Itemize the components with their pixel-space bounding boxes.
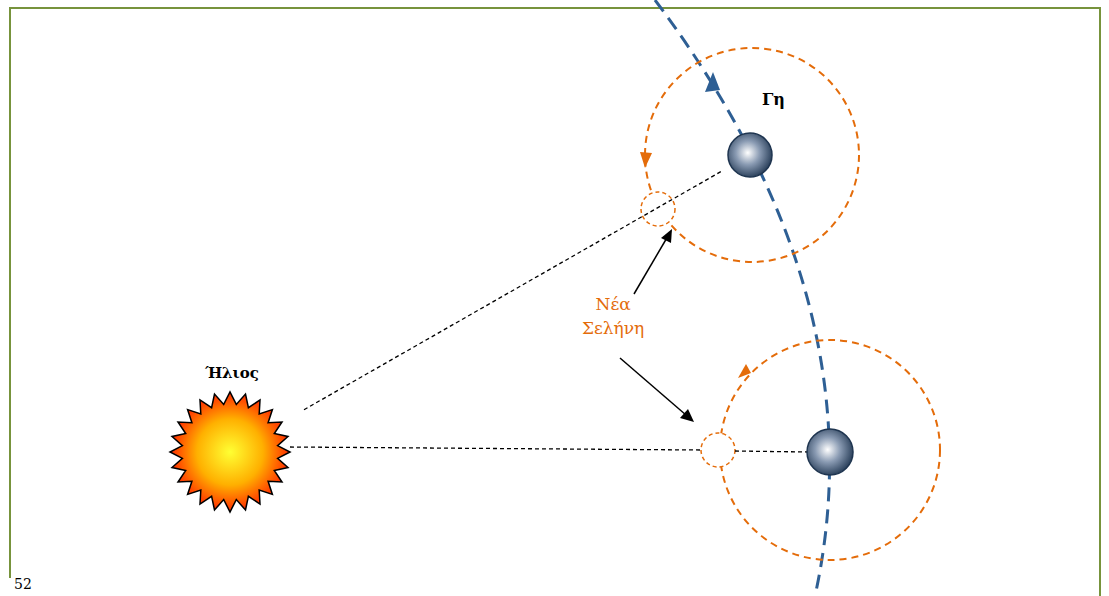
earth-sphere bbox=[726, 131, 774, 179]
page-frame bbox=[10, 8, 1100, 596]
earth-orbit bbox=[655, 0, 830, 596]
new-moon bbox=[701, 433, 735, 467]
moon-orbit-arrow bbox=[738, 364, 751, 378]
orbit-arrow bbox=[705, 72, 720, 92]
moon-orbit bbox=[720, 340, 940, 560]
sun-symbol bbox=[166, 388, 294, 516]
page-number: 52 bbox=[14, 576, 32, 592]
leader-line bbox=[620, 358, 686, 415]
earth-node: Γη bbox=[722, 84, 800, 180]
earth-sphere bbox=[807, 429, 853, 475]
leader-arrowhead bbox=[661, 229, 672, 243]
sun-node: Ήλιος bbox=[160, 362, 304, 512]
leader-arrowhead bbox=[680, 409, 694, 422]
new-moon bbox=[641, 192, 675, 226]
alignment-line bbox=[304, 171, 722, 410]
leader-line bbox=[634, 236, 668, 294]
alignment-line bbox=[290, 447, 701, 450]
alignment-line bbox=[735, 451, 808, 452]
node-label: Γη bbox=[722, 84, 800, 109]
moon-orbit-arrow bbox=[640, 152, 652, 168]
node-label: Ήλιος bbox=[160, 362, 304, 382]
moon-orbit bbox=[645, 48, 859, 262]
new-moon-label: Νέα Σελήνη bbox=[582, 292, 644, 340]
